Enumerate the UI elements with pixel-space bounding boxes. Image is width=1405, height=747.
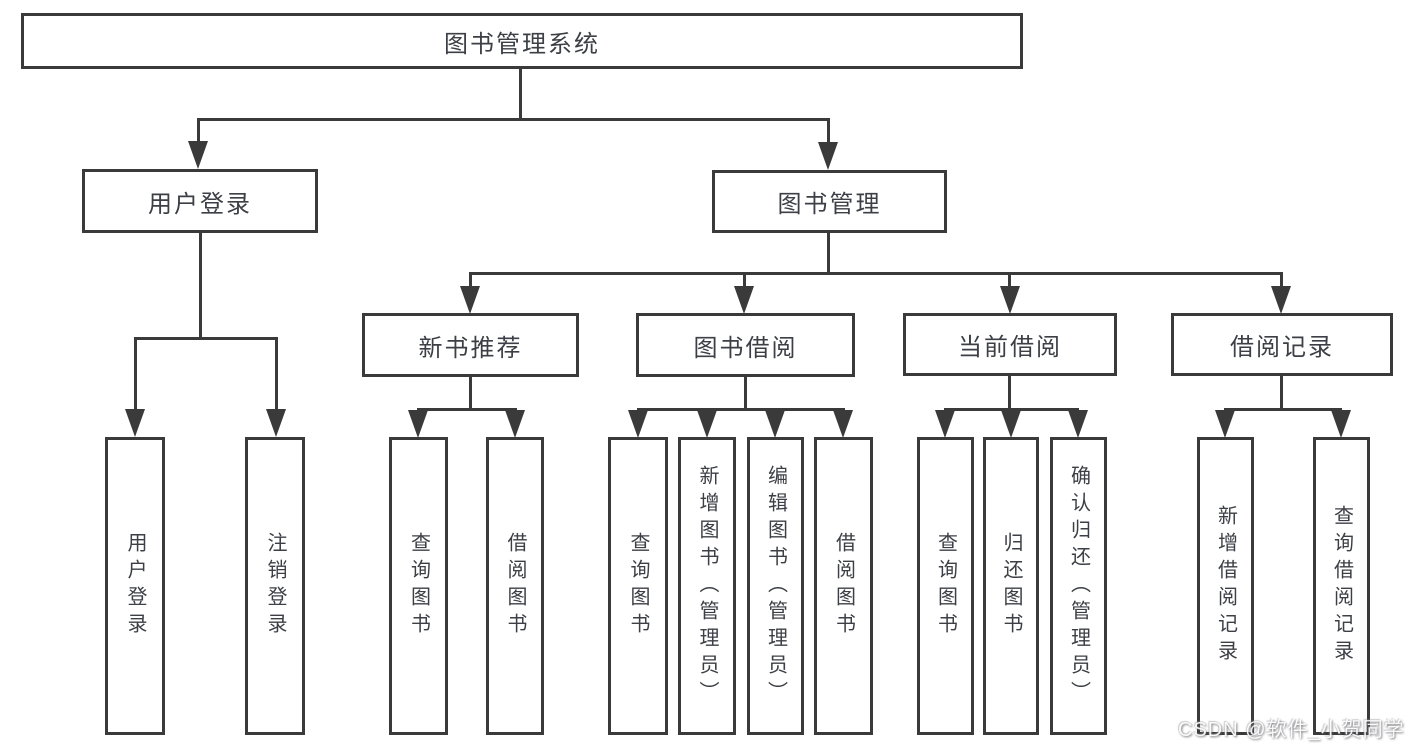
leaf-borrow-book-recommend: 借阅图书 xyxy=(486,437,544,735)
connector-line xyxy=(469,377,472,411)
leaf-edit-book-admin: 编辑图书（管理员） xyxy=(747,437,804,735)
connector-line xyxy=(744,377,747,411)
connector-line xyxy=(1008,272,1011,290)
arrow-down-icon xyxy=(460,286,480,314)
node-user-login: 用户登录 xyxy=(82,169,318,233)
connector-line xyxy=(197,118,830,121)
node-new-book-recommend: 新书推荐 xyxy=(362,313,579,377)
arrow-down-icon xyxy=(628,410,648,438)
leaf-label: 新增图书（管理员） xyxy=(696,464,718,708)
leaf-label: 用户登录 xyxy=(124,532,146,640)
leaf-label: 查询图书 xyxy=(627,532,649,640)
arrow-down-icon xyxy=(408,410,428,438)
node-label: 图书借阅 xyxy=(693,334,798,362)
arrow-down-icon xyxy=(125,409,145,437)
arrow-down-icon xyxy=(1068,410,1088,438)
connector-line xyxy=(1280,272,1283,290)
connector-line xyxy=(197,118,200,144)
arrow-down-icon xyxy=(1215,410,1235,438)
arrow-down-icon xyxy=(734,286,754,314)
csdn-watermark: CSDN @软件_小贺同学 xyxy=(1178,719,1405,741)
leaf-label: 编辑图书（管理员） xyxy=(764,464,787,708)
arrow-down-icon xyxy=(188,141,208,169)
arrow-down-icon xyxy=(1271,286,1291,314)
connector-line xyxy=(199,233,202,340)
arrow-down-icon xyxy=(818,142,838,170)
node-book-borrow: 图书借阅 xyxy=(636,313,855,377)
leaf-query-book-borrow: 查询图书 xyxy=(608,437,668,735)
connector-line xyxy=(134,337,278,340)
leaf-query-borrow-record: 查询借阅记录 xyxy=(1313,437,1370,735)
node-root-system: 图书管理系统 xyxy=(21,13,1023,69)
connector-line xyxy=(827,233,830,275)
node-label: 借阅记录 xyxy=(1230,334,1334,361)
leaf-label: 借阅图书 xyxy=(832,532,855,640)
connector-line xyxy=(469,272,1283,275)
leaf-label: 归还图书 xyxy=(1000,532,1022,640)
connector-line xyxy=(1280,376,1283,411)
arrow-down-icon xyxy=(1001,410,1021,438)
connector-line xyxy=(827,118,830,144)
arrow-down-icon xyxy=(1000,286,1020,314)
connector-line xyxy=(275,337,278,411)
connector-line xyxy=(1008,376,1011,411)
connector-line xyxy=(1224,408,1342,411)
node-root-label: 图书管理系统 xyxy=(444,30,600,58)
leaf-return-book: 归还图书 xyxy=(983,437,1039,735)
leaf-user-login: 用户登录 xyxy=(105,437,165,735)
arrow-down-icon xyxy=(697,410,717,438)
node-label: 用户登录 xyxy=(148,190,252,218)
leaf-borrow-book: 借阅图书 xyxy=(814,437,873,735)
node-label: 图书管理 xyxy=(777,191,882,218)
connector-line xyxy=(637,408,844,411)
node-borrow-records: 借阅记录 xyxy=(1171,313,1393,376)
node-current-borrow: 当前借阅 xyxy=(903,313,1117,376)
node-label: 新书推荐 xyxy=(418,334,523,362)
arrow-down-icon xyxy=(935,410,955,438)
leaf-logout: 注销登录 xyxy=(245,437,305,735)
leaf-label: 确认归还（管理员） xyxy=(1067,464,1090,708)
leaf-confirm-return-admin: 确认归还（管理员） xyxy=(1050,437,1107,735)
leaf-label: 查询借阅记录 xyxy=(1330,505,1353,667)
arrow-down-icon xyxy=(1331,410,1351,438)
connector-line xyxy=(134,337,137,411)
connector-line xyxy=(743,272,746,290)
arrow-down-icon xyxy=(266,409,286,437)
node-label: 当前借阅 xyxy=(958,334,1062,361)
arrow-down-icon xyxy=(505,410,525,438)
connector-line xyxy=(417,408,517,411)
leaf-query-book-current: 查询图书 xyxy=(917,437,974,735)
leaf-label: 查询图书 xyxy=(407,532,430,640)
leaf-add-book-admin: 新增图书（管理员） xyxy=(678,437,736,735)
leaf-label: 注销登录 xyxy=(264,532,286,640)
leaf-label: 查询图书 xyxy=(934,532,957,640)
leaf-label: 新增借阅记录 xyxy=(1214,505,1237,667)
connector-line xyxy=(469,272,472,290)
leaf-query-book-recommend: 查询图书 xyxy=(389,437,448,735)
node-book-management: 图书管理 xyxy=(712,170,947,233)
leaf-add-borrow-record: 新增借阅记录 xyxy=(1197,437,1254,735)
connector-line xyxy=(519,69,522,121)
arrow-down-icon xyxy=(833,410,853,438)
arrow-down-icon xyxy=(765,410,785,438)
leaf-label: 借阅图书 xyxy=(504,532,526,640)
